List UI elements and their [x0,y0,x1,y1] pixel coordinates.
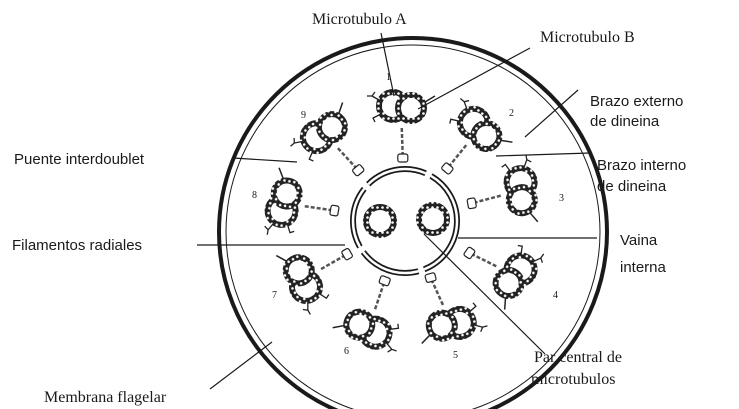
dynein-outer-arm-7 [301,302,314,316]
dynein-inner-arm-8 [286,224,295,233]
spoke-head-4 [463,247,475,260]
doublet-number-6: 6 [344,346,349,357]
label-puente-interdoublet: Puente interdoublet [14,151,145,168]
leader-microtubulo-a [381,33,394,96]
tubule-b-3 [507,185,537,215]
spoke-head-8 [330,205,340,216]
label-brazo-interno-line2: de dineina [597,178,667,195]
nexin-link-5 [420,335,431,343]
label-par-central-line2: microtubulos [531,371,615,388]
dynein-outer-arm-5 [475,322,489,333]
nexin-link-2 [501,136,513,147]
central-pair [366,205,447,235]
spoke-head-6 [379,275,391,286]
nexin-link-6 [333,322,344,331]
label-brazo-externo-line1: Brazo externo [590,93,683,110]
central-tubule-right [419,205,447,233]
doublet-9 [288,99,359,166]
spoke-head-3 [467,198,477,209]
spoke-head-5 [425,272,437,282]
label-vaina-line1: Vaina [620,232,658,249]
doublet-number-7: 7 [272,290,277,301]
doublet-number-5: 5 [453,350,458,361]
doublet-3 [500,154,541,226]
nexin-link-3 [530,212,538,223]
dynein-outer-arm-3 [522,154,532,167]
label-brazo-externo-line2: de dineina [590,113,660,130]
label-brazo-interno-line1: Brazo interno [597,157,686,174]
spoke-head-1 [398,154,408,162]
doublet-1 [367,92,435,122]
central-tubule-left [366,207,394,235]
doublet-number-8: 8 [252,190,257,201]
nexin-link-8 [277,168,285,179]
labels: Microtubulo A Microtubulo B Brazo extern… [12,11,686,406]
doublet-number-3: 3 [559,193,564,204]
label-filamentos-radiales: Filamentos radiales [12,237,142,254]
doublet-2 [444,95,515,162]
spoke-head-2 [441,162,454,175]
label-microtubulo-b: Microtubulo B [540,29,635,46]
label-par-central-line1: Par central de [534,349,622,366]
label-vaina-line2: interna [620,259,667,276]
doublet-7 [273,243,333,317]
dynein-outer-arm-1 [367,92,379,100]
spoke-head-9 [352,164,365,177]
tubule-b-5 [426,310,458,342]
label-microtubulo-a: Microtubulo A [312,11,407,28]
doublet-number-9: 9 [301,110,306,121]
dynein-inner-arm-1 [373,114,381,122]
radial-spokes [305,128,501,309]
tubule-b-8 [272,178,302,208]
leader-brazo-interno [496,153,590,156]
doublet-number-4: 4 [553,290,558,301]
doublet-4 [483,239,547,312]
doublet-8 [263,167,304,239]
peripheral-doublets [263,92,547,355]
leader-microtubulo-b [418,48,530,109]
leader-puente [233,158,297,162]
nexin-link-4 [500,298,511,310]
doublet-5 [415,301,488,348]
leader-membrana [210,342,272,389]
label-membrana-flagelar: Membrana flagelar [44,389,167,406]
doublet-6 [331,303,405,354]
spoke-head-7 [341,248,353,261]
doublet-number-2: 2 [509,108,514,119]
